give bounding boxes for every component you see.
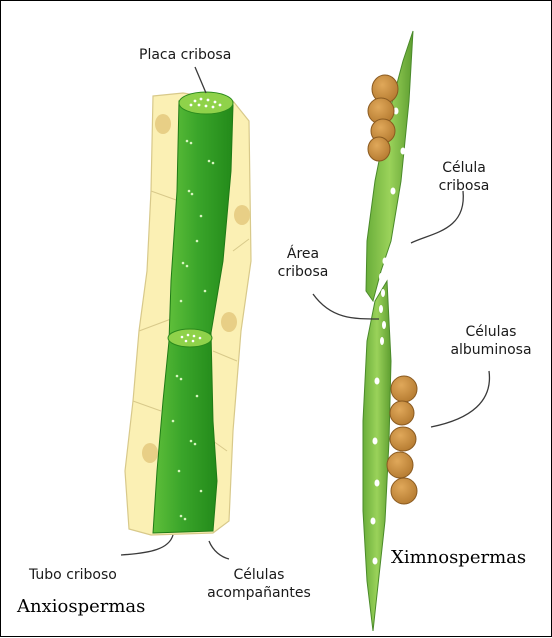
label-celulas-albuminosa: Células albuminosa — [441, 323, 541, 359]
label-area-cribosa: Área cribosa — [267, 245, 339, 281]
tubo-criboso-leader — [121, 535, 173, 555]
label-area-cribosa-line2: cribosa — [267, 263, 339, 281]
celulas-albuminosa-leader — [431, 371, 489, 427]
label-placa-cribosa: Placa cribosa — [139, 46, 231, 64]
label-celulas-acompanantes-line1: Células — [197, 566, 321, 584]
label-tubo-criboso: Tubo criboso — [29, 566, 117, 584]
label-celula-cribosa-line2: cribosa — [429, 177, 499, 195]
area-cribosa-leader — [313, 294, 379, 319]
celulas-acompanantes-leader — [209, 541, 229, 559]
label-celulas-acompanantes: Células acompañantes — [197, 566, 321, 602]
label-celulas-albuminosa-line1: Células — [441, 323, 541, 341]
caption-ximnospermas: Ximnospermas — [391, 547, 526, 568]
caption-anxiospermas: Anxiospermas — [17, 596, 145, 617]
label-celula-cribosa: Célula cribosa — [429, 159, 499, 195]
label-celula-cribosa-line1: Célula — [429, 159, 499, 177]
label-area-cribosa-line1: Área — [267, 245, 339, 263]
label-celulas-albuminosa-line2: albuminosa — [441, 341, 541, 359]
celula-cribosa-leader — [411, 191, 463, 243]
placa-cribosa-leader — [195, 67, 206, 93]
label-celulas-acompanantes-line2: acompañantes — [197, 584, 321, 602]
